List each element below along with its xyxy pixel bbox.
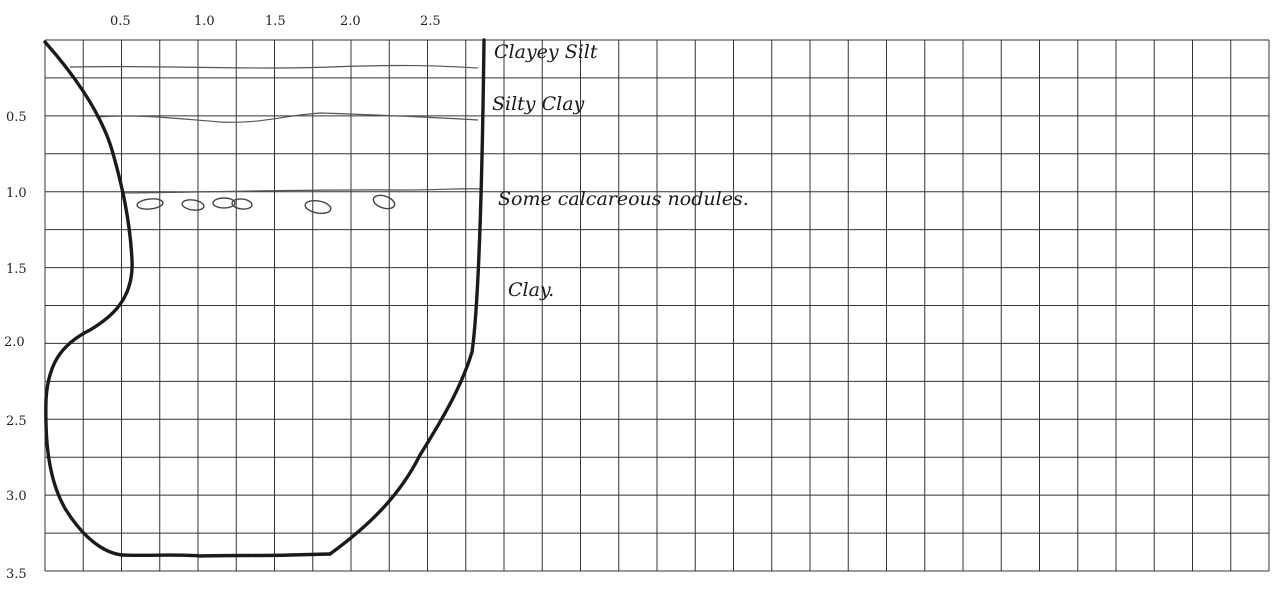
nodule <box>136 198 164 210</box>
left-tick-label: 1.5 <box>6 262 27 277</box>
pit-right-wall <box>328 38 486 556</box>
pit-base <box>120 552 332 558</box>
top-tick-label: 2.0 <box>340 14 361 29</box>
graph-paper-grid <box>44 39 1270 572</box>
left-tick-label: 2.5 <box>6 414 27 429</box>
left-tick-label: 1.0 <box>6 186 27 201</box>
left-tick-label: 0.5 <box>6 110 27 125</box>
layer-boundaries <box>69 64 481 194</box>
calcareous-nodules <box>136 194 396 215</box>
nodule <box>304 199 332 215</box>
left-tick-label: 3.5 <box>6 567 27 582</box>
top-tick-label: 2.5 <box>420 14 441 29</box>
note-clay: Clay. <box>508 279 554 301</box>
pit-outline <box>43 38 486 558</box>
left-axis: 0.5 1.0 1.5 2.0 2.5 3.0 3.5 <box>4 110 27 582</box>
note-calcareous-nodules: Some calcareous nodules. <box>498 188 749 210</box>
left-tick-label: 3.0 <box>6 489 27 504</box>
top-tick-label: 1.5 <box>265 14 286 29</box>
left-tick-label: 2.0 <box>4 335 25 350</box>
silty-clay-boundary <box>95 112 479 123</box>
nodule-band-top <box>121 188 481 194</box>
clayey-silt-boundary <box>69 64 479 69</box>
top-tick-label: 1.0 <box>194 14 215 29</box>
nodule <box>212 197 236 209</box>
pit-left-wall <box>43 40 134 557</box>
note-clayey-silt: Clayey Silt <box>494 41 598 63</box>
layer-notes: Clayey Silt Silty Clay Some calcareous n… <box>492 41 749 301</box>
nodule <box>181 199 205 211</box>
top-axis: 0.5 1.0 1.5 2.0 2.5 <box>110 14 441 29</box>
nodule <box>231 198 253 210</box>
nodule <box>372 194 396 210</box>
top-tick-label: 0.5 <box>110 14 131 29</box>
note-silty-clay: Silty Clay <box>492 93 585 115</box>
